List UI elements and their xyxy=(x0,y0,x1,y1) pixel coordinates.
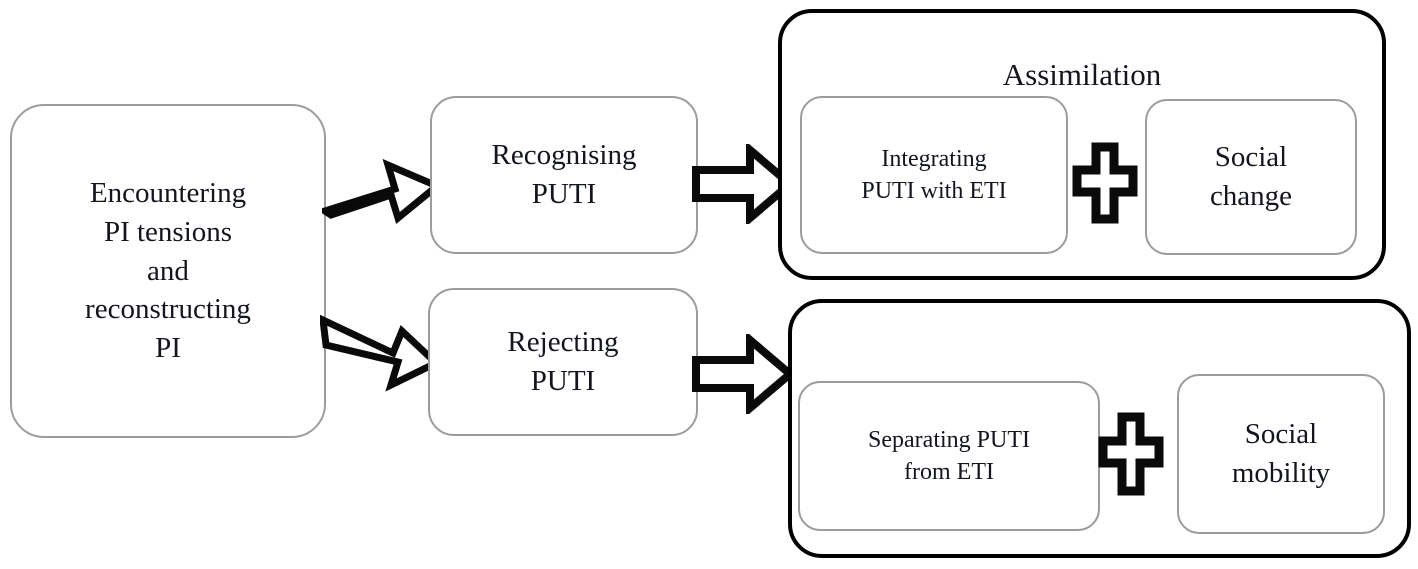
node-integrating-puti-with-eti[interactable]: Integrating PUTI with ETI xyxy=(800,96,1068,254)
node-separating-label: Separating PUTI from ETI xyxy=(868,426,1030,485)
node-encountering-pi-tensions[interactable]: Encountering PI tensions and reconstruct… xyxy=(10,104,326,438)
plus-outline-icon xyxy=(1072,142,1138,224)
node-social-change[interactable]: Social change xyxy=(1145,99,1357,255)
block-arrow-down-right-icon xyxy=(320,300,440,404)
node-encountering-label: Encountering PI tensions and reconstruct… xyxy=(85,176,251,365)
plus-outline-icon xyxy=(1098,412,1164,496)
node-separating-puti-from-eti[interactable]: Separating PUTI from ETI xyxy=(798,381,1100,531)
block-arrow-right-icon xyxy=(692,144,796,224)
node-social-mobility-label: Social mobility xyxy=(1231,418,1331,489)
node-social-change-label: Social change xyxy=(1209,141,1293,212)
block-arrow-right-icon xyxy=(692,334,796,414)
group-assimilation-title: Assimilation xyxy=(1002,57,1162,92)
node-recognising-label: Recognising PUTI xyxy=(491,139,637,210)
node-social-mobility[interactable]: Social mobility xyxy=(1177,374,1385,534)
node-rejecting-label: Rejecting PUTI xyxy=(507,326,619,397)
block-arrow-up-right-icon xyxy=(322,148,440,252)
node-rejecting-puti[interactable]: Rejecting PUTI xyxy=(428,288,698,436)
node-recognising-puti[interactable]: Recognising PUTI xyxy=(430,96,698,254)
node-integrating-label: Integrating PUTI with ETI xyxy=(861,145,1007,204)
